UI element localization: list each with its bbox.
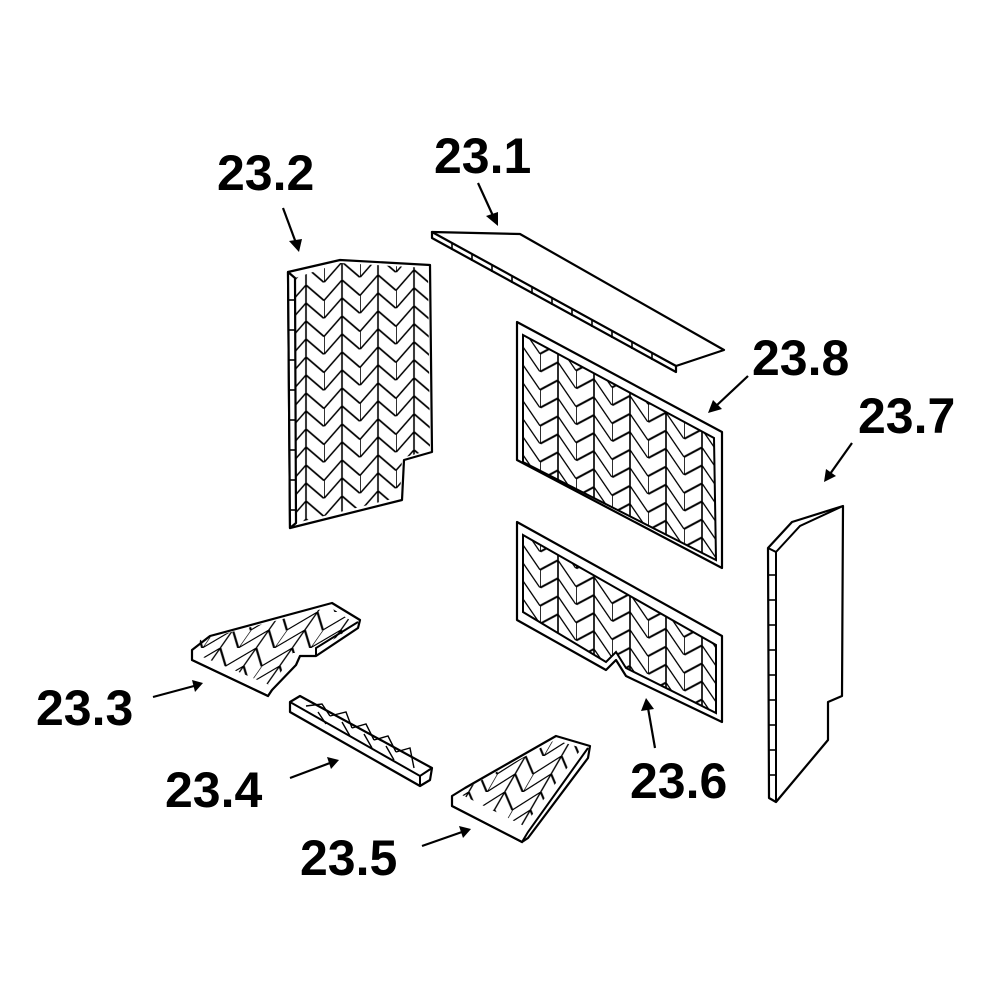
- label-23-6: 23.6: [630, 753, 727, 809]
- part-23-7-ticks: [769, 574, 776, 776]
- label-23-3: 23.3: [36, 680, 133, 736]
- part-23-8-inner-border: [522, 333, 718, 562]
- part-23-5: [450, 734, 592, 844]
- part-23-2-herringbone: [295, 263, 430, 523]
- arrow-23-4: [289, 757, 339, 780]
- part-23-1-top-face: [430, 230, 726, 368]
- part-23-2: [286, 258, 434, 530]
- arrow-23-8: [708, 375, 749, 413]
- part-23-4-outline: [288, 694, 434, 788]
- label-23-4: 23.4: [165, 762, 263, 818]
- arrow-23-7: [824, 442, 853, 482]
- label-23-1: 23.1: [434, 128, 531, 184]
- label-23-2: 23.2: [217, 145, 314, 201]
- label-23-8: 23.8: [752, 330, 849, 386]
- part-23-2-ticks: [289, 299, 295, 511]
- part-labels: 23.1 23.2 23.3 23.4 23.5 23.6 23.7 23.8: [36, 128, 955, 886]
- part-23-7-top-edge: [775, 505, 844, 553]
- part-23-3-notch: [315, 621, 359, 656]
- part-23-3: [190, 601, 362, 698]
- part-23-3-front-edge: [191, 650, 273, 698]
- part-23-1: [430, 230, 726, 374]
- leader-arrows: [152, 182, 853, 848]
- part-23-4-pattern: [305, 703, 415, 769]
- part-23-1-edge: [430, 230, 678, 374]
- label-23-7: 23.7: [858, 388, 955, 444]
- label-23-5: 23.5: [300, 830, 397, 886]
- part-23-6-inner-border: [522, 533, 717, 715]
- part-23-1-ticks: [451, 243, 653, 360]
- arrow-23-6: [641, 698, 657, 749]
- part-23-7: [766, 504, 845, 804]
- arrow-23-1: [476, 182, 498, 226]
- arrow-23-2: [281, 207, 302, 252]
- part-23-4: [288, 694, 434, 788]
- part-23-7-outline: [766, 504, 845, 804]
- arrow-23-5: [421, 826, 471, 848]
- part-23-2-edge: [286, 270, 298, 530]
- arrow-23-3: [152, 680, 203, 699]
- part-23-3-herringbone: [198, 607, 356, 686]
- part-23-5-front-edge: [451, 747, 589, 844]
